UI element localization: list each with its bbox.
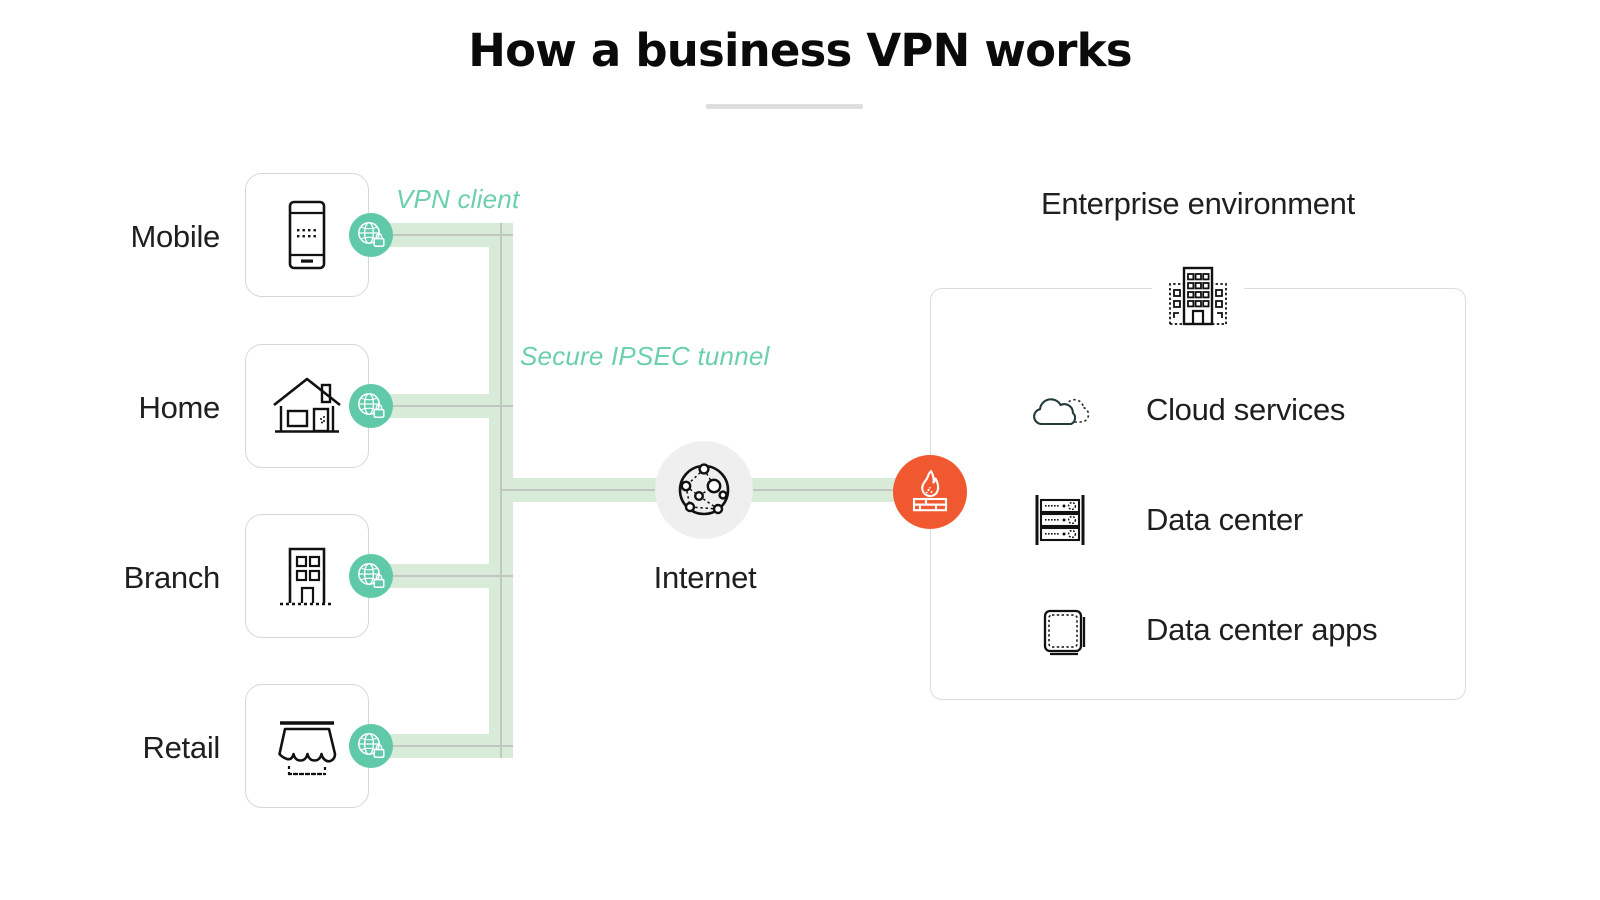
vpn-client-badge-home[interactable]: [349, 384, 393, 428]
vpn-client-globe-lock-icon: [358, 222, 385, 247]
enterprise-building-icon: [1169, 266, 1227, 326]
enterprise-item-cloud-services[interactable]: Cloud services: [1028, 355, 1377, 465]
storefront-awning-icon: [278, 721, 337, 776]
cloud-icon: [1028, 373, 1102, 447]
vpn-client-badge-branch[interactable]: [349, 554, 393, 598]
vpn-client-badge-mobile[interactable]: [349, 213, 393, 257]
page-title: How a business VPN works: [468, 24, 1132, 77]
endpoint-card-branch[interactable]: [245, 514, 369, 638]
enterprise-item-label: Data center apps: [1146, 612, 1378, 647]
vpn-client-globe-lock-icon: [358, 563, 385, 588]
office-building-icon: [280, 547, 334, 606]
endpoint-label-home: Home: [138, 390, 221, 425]
enterprise-item-data-center[interactable]: Data center: [1028, 465, 1377, 575]
tunnel-centerline-home: [392, 405, 513, 407]
enterprise-building-badge: [1152, 258, 1244, 326]
tunnel-centerline-to-internet: [500, 489, 689, 491]
title-divider: [706, 104, 863, 109]
mobile-phone-icon: [288, 200, 326, 270]
stacked-app-windows-icon: [1028, 593, 1102, 667]
endpoint-card-retail[interactable]: [245, 684, 369, 808]
tunnel-centerline-retail: [392, 745, 513, 747]
vpn-client-globe-lock-icon: [358, 393, 385, 418]
internet-label: Internet: [653, 560, 757, 595]
annotation-secure-ipsec-tunnel: Secure IPSEC tunnel: [520, 341, 770, 371]
tunnel-centerline-branch: [392, 575, 513, 577]
firewall-flame-brickwall-icon: [912, 469, 948, 512]
enterprise-item-label: Data center: [1146, 502, 1303, 537]
house-icon: [273, 377, 341, 433]
annotation-vpn-client: VPN client: [396, 184, 520, 214]
enterprise-environment-title: Enterprise environment: [1041, 186, 1355, 221]
server-rack-icon: [1028, 483, 1102, 557]
vpn-client-badge-retail[interactable]: [349, 724, 393, 768]
endpoint-card-mobile[interactable]: [245, 173, 369, 297]
endpoint-label-retail: Retail: [142, 730, 221, 765]
vpn-client-globe-lock-icon: [358, 733, 385, 758]
firewall-node[interactable]: [893, 455, 967, 529]
enterprise-item-data-center-apps[interactable]: Data center apps: [1028, 575, 1378, 685]
enterprise-resource-list: Cloud services: [1028, 355, 1378, 685]
endpoint-card-home[interactable]: [245, 344, 369, 468]
endpoint-label-branch: Branch: [123, 560, 221, 595]
tunnel-centerline-mobile: [392, 234, 513, 236]
network-nodes-globe-icon: [678, 463, 730, 516]
tunnel-centerline-internet-to-firewall: [740, 489, 920, 491]
internet-node[interactable]: [655, 441, 753, 539]
endpoint-label-mobile: Mobile: [130, 219, 220, 254]
enterprise-item-label: Cloud services: [1146, 392, 1346, 427]
